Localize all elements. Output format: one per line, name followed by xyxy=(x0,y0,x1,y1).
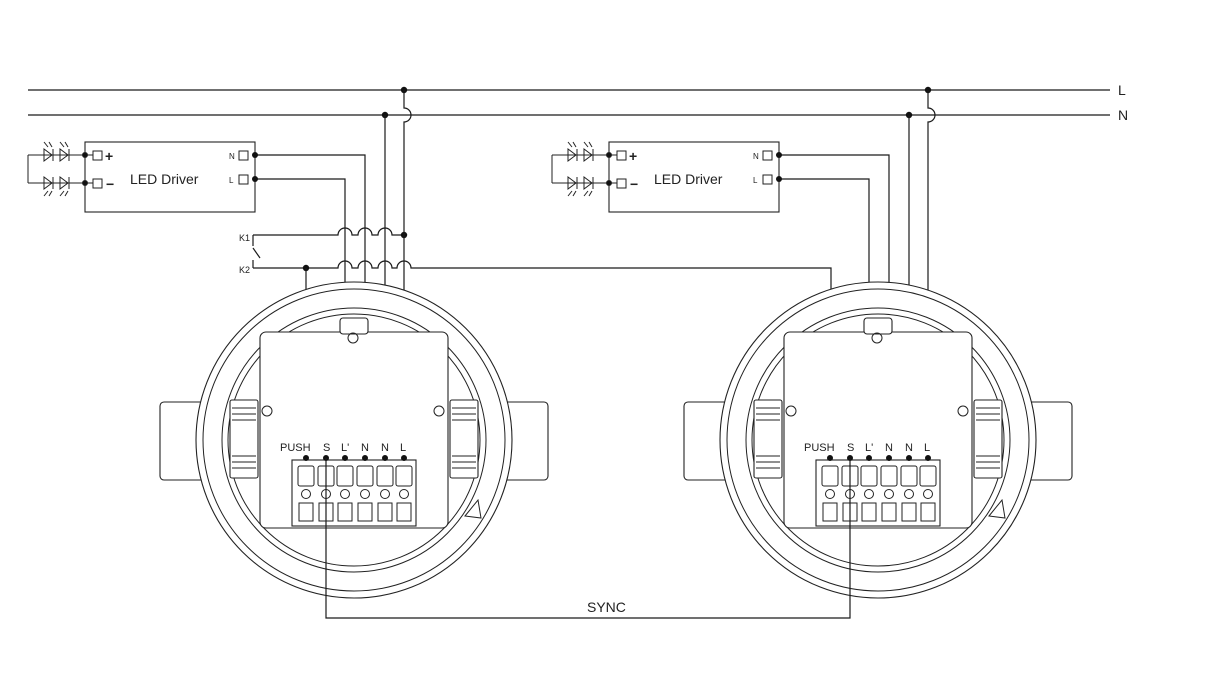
led-driver-2: LED Driver + − N L xyxy=(551,141,780,213)
terminal-clamp xyxy=(861,502,877,522)
spring-coil-right xyxy=(973,399,1003,479)
terminal-screw-icon xyxy=(360,489,370,499)
pin-l-label: L xyxy=(753,176,758,185)
terminal-label: L' xyxy=(865,442,873,454)
neg-sign: − xyxy=(106,176,114,192)
junction-dot xyxy=(252,152,258,158)
terminal-label: L xyxy=(400,442,406,454)
terminal-label: PUSH xyxy=(804,442,835,454)
terminal-clamp xyxy=(396,502,412,522)
terminal-clamp xyxy=(298,502,314,522)
spring-coil-left xyxy=(753,399,783,479)
sensor-2-terminal-labels: PUSH S L' N N L xyxy=(804,442,930,454)
terminal-slot xyxy=(880,465,898,487)
terminal-dot xyxy=(827,455,833,461)
terminal-clamp xyxy=(337,502,353,522)
terminal-label: S xyxy=(323,442,330,454)
sensor-2 xyxy=(683,281,1073,599)
junction-dot xyxy=(252,176,258,182)
sensor2-l-wire xyxy=(927,90,936,458)
terminal-screw-icon xyxy=(301,489,311,499)
terminal-dot xyxy=(342,455,348,461)
terminal-slot xyxy=(356,465,374,487)
terminal-clamp xyxy=(357,502,373,522)
terminal-label: N xyxy=(361,442,369,454)
led-driver-title: LED Driver xyxy=(654,171,723,187)
terminal-dot xyxy=(401,455,407,461)
terminal-label: N xyxy=(905,442,913,454)
k2-wire xyxy=(253,260,832,458)
terminal-slot xyxy=(900,465,918,487)
terminal-clamp xyxy=(881,502,897,522)
terminal-screw-icon xyxy=(884,489,894,499)
terminal-slot xyxy=(297,465,315,487)
pin-l-label: L xyxy=(229,176,234,185)
spring-coil-right xyxy=(449,399,479,479)
led-chain-icon xyxy=(27,141,93,197)
junction-dot xyxy=(776,176,782,182)
push-button-switch: K1 K2 xyxy=(239,233,261,275)
terminal-screw-icon xyxy=(340,489,350,499)
terminal-slot xyxy=(336,465,354,487)
terminal-label: PUSH xyxy=(280,442,311,454)
neutral-bus-label: N xyxy=(1118,107,1128,123)
terminal-slot xyxy=(395,465,413,487)
k2-label: K2 xyxy=(239,265,250,275)
orientation-arrow-icon xyxy=(464,498,482,519)
terminal-slot xyxy=(376,465,394,487)
sync-wire xyxy=(325,458,851,619)
terminal-n xyxy=(762,150,773,161)
spring-coil-left xyxy=(229,399,259,479)
terminal-clamp xyxy=(377,502,393,522)
line-bus-label: L xyxy=(1118,82,1126,98)
terminal-dot xyxy=(866,455,872,461)
terminal-l xyxy=(762,174,773,185)
k1-wire xyxy=(253,227,404,236)
terminal-label: N xyxy=(885,442,893,454)
terminal-dot xyxy=(925,455,931,461)
terminal-label: N xyxy=(381,442,389,454)
terminal-label: S xyxy=(847,442,854,454)
terminal-dot xyxy=(382,455,388,461)
terminal-label: L xyxy=(924,442,930,454)
sensor-1-terminal-labels: PUSH S L' N N L xyxy=(280,442,406,454)
sync-label: SYNC xyxy=(587,599,626,615)
terminal-slot xyxy=(821,465,839,487)
sensor-1 xyxy=(159,281,549,599)
pos-sign: + xyxy=(105,148,113,164)
orientation-arrow-icon xyxy=(988,498,1006,519)
junction-dot xyxy=(776,152,782,158)
pin-n-label: N xyxy=(753,152,759,161)
terminal-slot xyxy=(860,465,878,487)
terminal-l xyxy=(238,174,249,185)
terminal-clamp xyxy=(901,502,917,522)
terminal-dot xyxy=(303,455,309,461)
pos-sign: + xyxy=(629,148,637,164)
terminal-screw-icon xyxy=(380,489,390,499)
led-driver-1: LED Driver + − N L xyxy=(27,141,256,213)
neg-sign: − xyxy=(630,176,638,192)
led-driver-title: LED Driver xyxy=(130,171,199,187)
pin-n-label: N xyxy=(229,152,235,161)
sensor1-l-wire xyxy=(403,90,412,458)
terminal-n xyxy=(238,150,249,161)
terminal-screw-icon xyxy=(923,489,933,499)
k1-label: K1 xyxy=(239,233,250,243)
terminal-dot xyxy=(362,455,368,461)
terminal-screw-icon xyxy=(904,489,914,499)
terminal-screw-icon xyxy=(399,489,409,499)
terminal-slot xyxy=(919,465,937,487)
terminal-clamp xyxy=(920,502,936,522)
terminal-screw-icon xyxy=(825,489,835,499)
terminal-clamp xyxy=(822,502,838,522)
terminal-dot xyxy=(906,455,912,461)
led-chain-icon xyxy=(551,141,617,197)
terminal-label: L' xyxy=(341,442,349,454)
terminal-screw-icon xyxy=(864,489,874,499)
led-driver-box xyxy=(84,141,256,213)
terminal-dot xyxy=(886,455,892,461)
